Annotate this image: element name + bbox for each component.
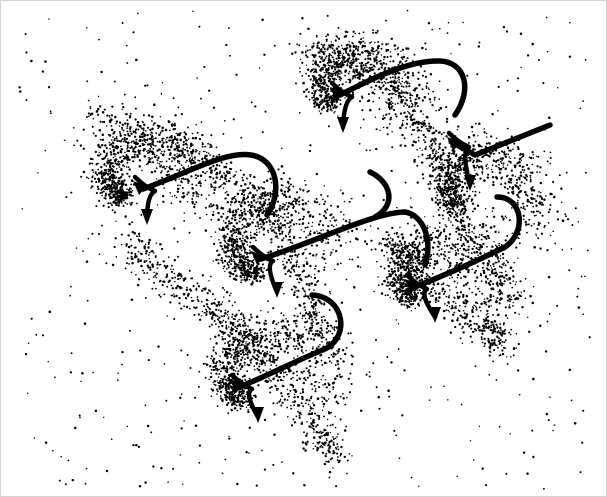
arrow-fork — [404, 272, 438, 320]
arrow-tip — [337, 117, 349, 133]
arrow-top-center — [329, 58, 468, 133]
arrow-tip — [252, 407, 264, 423]
arrow-head — [133, 181, 147, 195]
arrow-shaft — [412, 194, 522, 290]
flow-arrows — [132, 58, 553, 423]
arrow-head — [230, 379, 244, 393]
stipple-field — [18, 9, 591, 490]
arrow-right-center — [404, 194, 522, 323]
arrow-tip — [429, 307, 441, 323]
arrow-tip — [464, 175, 476, 191]
arrow-upper-left — [132, 151, 279, 225]
arrow-head — [447, 137, 461, 151]
stippled-vortex-diagram — [15, 7, 595, 492]
diagram-canvas — [18, 9, 591, 490]
arrow-shaft — [140, 151, 279, 218]
arrow-fork — [229, 372, 261, 420]
arrow-shaft — [237, 292, 344, 390]
arrow-shaft — [258, 209, 431, 268]
arrow-head — [405, 279, 419, 293]
arrow-shaft — [337, 58, 468, 118]
arrow-shaft — [367, 169, 392, 220]
arrow-center — [250, 209, 431, 298]
arrow-head — [330, 87, 344, 101]
arrow-head — [251, 251, 265, 265]
arrow-tip — [271, 282, 283, 298]
arrow-shaft — [454, 122, 553, 158]
arrow-right-edge — [446, 122, 553, 191]
arrow-tip — [141, 209, 153, 225]
arrow-middle-hook — [367, 169, 392, 220]
arrow-fork — [446, 130, 473, 188]
arrow-fork — [329, 80, 355, 130]
arrow-fork — [132, 174, 158, 222]
arrow-lower — [229, 292, 344, 423]
arrow-fork — [250, 244, 280, 295]
